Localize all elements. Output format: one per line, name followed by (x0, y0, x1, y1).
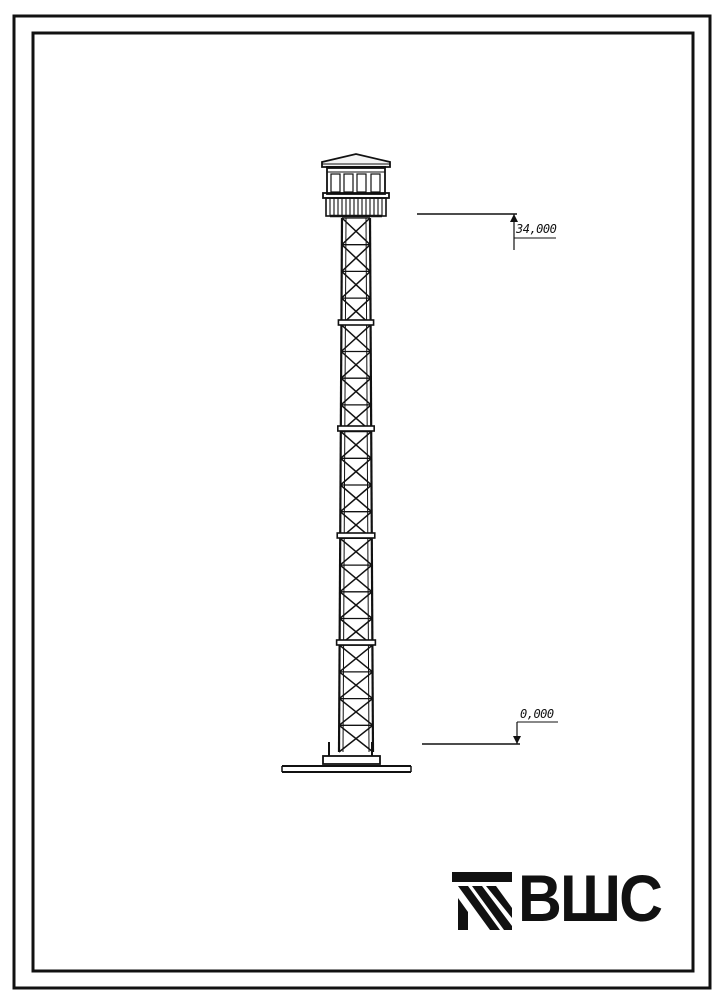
tower-base (281, 742, 412, 773)
lattice-member (338, 698, 374, 726)
vshs-logo-text: ВШС (518, 861, 663, 935)
elevation-marker-bottom (422, 721, 558, 745)
inner-frame (31, 31, 695, 973)
elevation-label-bottom: 0,000 (520, 707, 554, 721)
section-joint (335, 639, 377, 646)
lattice-member (340, 457, 372, 486)
section-joint (336, 532, 376, 539)
cabin-roof (321, 153, 391, 168)
lattice-member (338, 644, 373, 673)
lattice-member (341, 270, 371, 299)
lattice-member (341, 244, 371, 272)
section-joint (337, 425, 375, 432)
elevation-label-top: 34,000 (516, 222, 557, 236)
tower-drawing (281, 153, 412, 773)
lattice-member (341, 217, 371, 246)
observation-platform (322, 192, 390, 218)
lattice-member (338, 724, 374, 753)
lattice-member (339, 484, 372, 513)
lattice-member (340, 377, 372, 406)
lattice-member (340, 350, 372, 379)
cabin (326, 167, 386, 195)
lattice-shaft (335, 217, 377, 753)
lattice-member (339, 564, 373, 593)
lattice-member (340, 431, 372, 459)
lattice-member (338, 671, 374, 700)
section-joint (337, 319, 375, 326)
lattice-member (339, 537, 373, 566)
lattice-member (340, 324, 372, 353)
elevation-marker-top (417, 213, 556, 250)
outer-border (12, 14, 712, 990)
lattice-member (339, 591, 373, 620)
vshs-logo-mark (452, 872, 512, 930)
